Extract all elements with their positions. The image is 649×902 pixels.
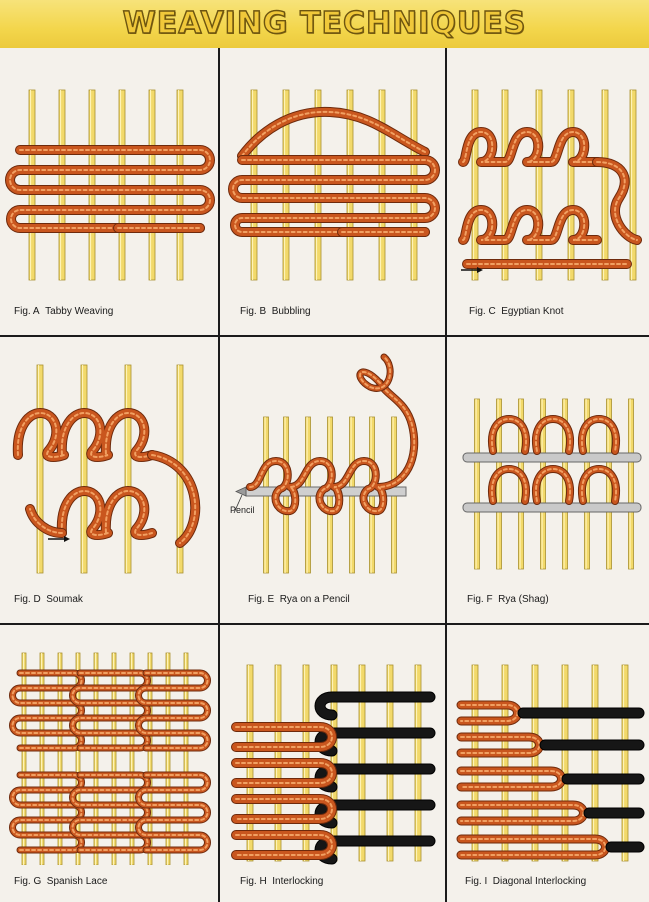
warp-thread <box>629 399 634 569</box>
figure-caption-d: Fig. D Soumak <box>14 594 83 605</box>
figure-caption-h: Fig. H Interlocking <box>240 876 323 887</box>
weft-yarn <box>233 160 435 232</box>
figure-panel-a: Fig. A Tabby Weaving <box>0 48 220 337</box>
figure-panel-h: Fig. H Interlocking <box>220 625 447 902</box>
figure-panel-f: Fig. F Rya (Shag) <box>447 337 649 625</box>
warp-thread <box>502 90 508 280</box>
rya-on-pencil-illustration <box>220 337 445 577</box>
bubbling-illustration <box>220 48 445 288</box>
warp-thread <box>602 90 608 280</box>
page-title: WEAVING TECHNIQUES <box>0 0 649 48</box>
warp-thread <box>37 365 43 573</box>
warp-thread <box>81 365 87 573</box>
warp-thread <box>532 665 538 861</box>
warp-thread <box>562 665 568 861</box>
figure-panel-e: Pencil Fig. E Rya on a Pencil <box>220 337 447 625</box>
warp-thread <box>472 90 478 280</box>
rya-shag-illustration <box>447 337 649 577</box>
weft-yarn <box>242 112 425 156</box>
figure-caption-g: Fig. G Spanish Lace <box>14 876 107 887</box>
weft-yarn <box>152 455 195 543</box>
warp-thread <box>622 665 628 861</box>
spanish-lace-illustration <box>0 625 218 865</box>
warp-thread <box>475 399 480 569</box>
figure-caption-e: Fig. E Rya on a Pencil <box>248 594 350 605</box>
direction-arrow-head <box>64 536 70 542</box>
figure-caption-f: Fig. F Rya (Shag) <box>467 594 549 605</box>
figure-caption-b: Fig. B Bubbling <box>240 306 311 317</box>
figure-panel-b: Fig. B Bubbling <box>220 48 447 337</box>
soumak-illustration <box>0 337 218 577</box>
figure-panel-c: Fig. C Egyptian Knot <box>447 48 649 337</box>
figure-panel-i: Fig. I Diagonal Interlocking <box>447 625 649 902</box>
warp-thread <box>630 90 636 280</box>
warp-thread <box>125 365 131 573</box>
pencil-label: Pencil <box>230 505 255 515</box>
warp-thread <box>568 90 574 280</box>
tabby-weaving-illustration <box>0 48 218 288</box>
warp-thread <box>592 665 598 861</box>
figure-panel-g: Fig. G Spanish Lace <box>0 625 220 902</box>
diagonal-interlocking-illustration <box>447 625 649 865</box>
weft-yarn <box>461 705 518 721</box>
egyptian-knot-illustration <box>447 48 649 288</box>
figure-caption-i: Fig. I Diagonal Interlocking <box>465 876 586 887</box>
figure-panel-d: Fig. D Soumak <box>0 337 220 625</box>
warp-thread <box>536 90 542 280</box>
warp-thread <box>472 665 478 861</box>
interlocking-illustration <box>220 625 445 865</box>
figure-caption-a: Fig. A Tabby Weaving <box>14 306 113 317</box>
figure-caption-c: Fig. C Egyptian Knot <box>469 306 564 317</box>
warp-thread <box>502 665 508 861</box>
pencil-tip <box>236 487 246 496</box>
